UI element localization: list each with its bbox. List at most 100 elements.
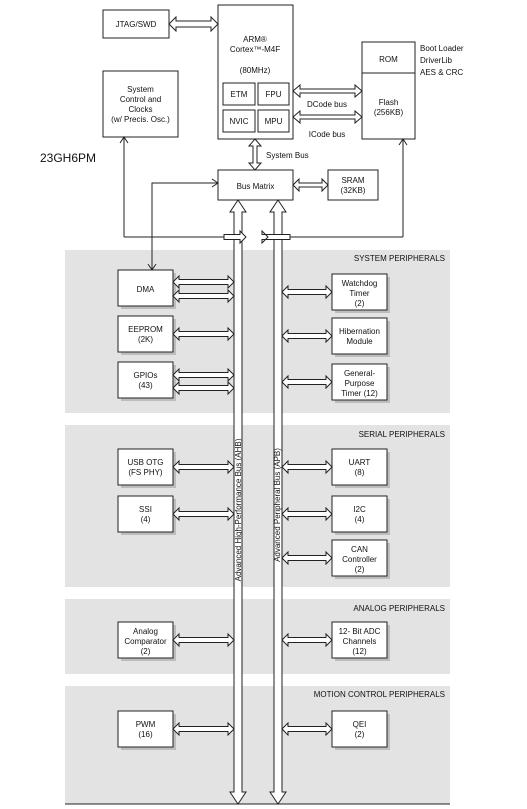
i2c-apb-arrow [281, 506, 333, 522]
usb-ahb-arrow [172, 459, 235, 475]
flash-line-1: Flash [379, 98, 399, 107]
rom-label: ROM [379, 55, 398, 64]
sysctl-line-2: Control and [120, 95, 161, 104]
ssi-ahb-arrow [172, 506, 235, 522]
nvic-block [222, 109, 256, 133]
etm-label: ETM [231, 90, 248, 99]
jtag-core-arrow [168, 15, 219, 33]
core-frequency: (80MHz) [240, 66, 271, 75]
ssi-line-1: SSI [139, 505, 152, 514]
gptimer-line-2: Purpose [345, 379, 375, 388]
eeprom-ahb-arrow [172, 326, 235, 342]
i2c-line-1: I2C [353, 505, 366, 514]
gpio-block: GPIOs (43) [117, 361, 176, 401]
core-title-2: Cortex™-M4F [230, 45, 280, 54]
dma-ahb-arrow-2 [172, 288, 235, 304]
connector-arrows [172, 229, 333, 737]
chip-label: 23GH6PM [40, 151, 96, 165]
fpu-label: FPU [266, 90, 282, 99]
rom-flash-block [361, 41, 416, 140]
can-controller-block: CAN Controller (2) [331, 539, 390, 579]
core-title-1: ARM® [243, 35, 267, 44]
etm-block [222, 82, 256, 106]
hibernation-block: Hibernation Module [331, 317, 390, 357]
watchdog-line-3: (2) [355, 299, 365, 308]
gptimer-line-3: Timer (12) [341, 389, 378, 398]
adc-line-3: (12) [352, 647, 367, 656]
usb-otg-block: USB OTG (FS PHY) [117, 448, 176, 488]
ahb-bus-label: Advanced High-Performance Bus (AHB) [234, 438, 243, 581]
adc-apb-arrow [281, 632, 333, 648]
i2c-line-2: (4) [355, 515, 365, 524]
icode-bus-label: ICode bus [309, 130, 345, 139]
qei-line-2: (2) [355, 730, 365, 739]
rail-to-ahb-arrow [223, 229, 247, 245]
uart-block: UART (8) [331, 448, 390, 488]
hibernation-apb-arrow [281, 328, 333, 344]
ahb-bus [229, 199, 247, 805]
gpio-ahb-arrow-2 [172, 380, 235, 396]
can-apb-arrow [281, 550, 333, 566]
uart-line-1: UART [349, 458, 371, 467]
can-line-2: Controller [342, 555, 377, 564]
matrix-sram-arrow [292, 177, 329, 193]
section-title-motion: MOTION CONTROL PERIPHERALS [314, 690, 445, 699]
hibernation-line-2: Module [346, 337, 373, 346]
sram-block [327, 169, 379, 201]
adc-line-1: 12- Bit ADC [339, 627, 381, 636]
rail-to-apb-arrow [261, 229, 291, 245]
gpio-line-1: GPIOs [133, 371, 157, 380]
can-line-1: CAN [351, 545, 368, 554]
section-title-serial: SERIAL PERIPHERALS [359, 430, 445, 439]
jtag-swd-label: JTAG/SWD [116, 20, 157, 29]
watchdog-timer-block: Watchdog Timer (2) [331, 273, 390, 313]
comparator-line-1: Analog [133, 627, 158, 636]
sysctl-line-4: (w/ Precis. Osc.) [111, 115, 170, 124]
qei-apb-arrow [281, 721, 333, 737]
uart-line-2: (8) [355, 468, 365, 477]
gpio-ahb-arrow [172, 367, 235, 383]
hibernation-line-1: Hibernation [339, 327, 380, 336]
eeprom-block: EEPROM (2K) [117, 315, 176, 355]
system-control-block [102, 70, 179, 138]
dcode-bus-label: DCode bus [307, 100, 347, 109]
can-line-3: (2) [355, 565, 365, 574]
icode-bus-arrow [292, 109, 363, 125]
dma-block: DMA [117, 269, 176, 309]
gptimer-apb-arrow [281, 374, 333, 390]
pwm-ahb-arrow [172, 721, 235, 737]
pwm-line-1: PWM [136, 720, 156, 729]
gptimer-line-1: General- [344, 369, 375, 378]
flash-line-2: (256KB) [374, 108, 404, 117]
system-bus-label: System Bus [266, 151, 309, 160]
eeprom-line-2: (2K) [138, 335, 153, 344]
usb-line-2: (FS PHY) [128, 468, 163, 477]
gp-timer-block: General- Purpose Timer (12) [331, 363, 390, 403]
rom-note-1: Boot Loader [420, 44, 464, 53]
gpio-line-2: (43) [138, 381, 153, 390]
fpu-block [257, 82, 290, 106]
watchdog-line-2: Timer [349, 289, 369, 298]
pwm-line-2: (16) [138, 730, 153, 739]
comparator-ahb-arrow [172, 632, 235, 648]
sysctl-line-1: System [127, 85, 154, 94]
comparator-line-3: (2) [141, 647, 151, 656]
uart-apb-arrow [281, 459, 333, 475]
bus-matrix-label: Bus Matrix [237, 182, 275, 191]
sysctl-line-3: Clocks [128, 105, 152, 114]
apb-bus [269, 199, 287, 805]
sram-line-2: (32KB) [341, 186, 366, 195]
comparator-line-2: Comparator [124, 637, 167, 646]
ssi-block: SSI (4) [117, 495, 176, 535]
rom-note-3: AES & CRC [420, 68, 463, 77]
apb-bus-label: Advanced Peripheral Bus (APB) [273, 448, 282, 562]
dcode-bus-arrow [292, 83, 363, 99]
ssi-line-2: (4) [141, 515, 151, 524]
section-title-analog: ANALOG PERIPHERALS [353, 604, 445, 613]
mpu-block [257, 109, 290, 133]
adc-block: 12- Bit ADC Channels (12) [331, 621, 390, 661]
rom-note-2: DriverLib [420, 56, 453, 65]
analog-comparator-block: Analog Comparator (2) [117, 621, 176, 661]
eeprom-line-1: EEPROM [128, 325, 163, 334]
